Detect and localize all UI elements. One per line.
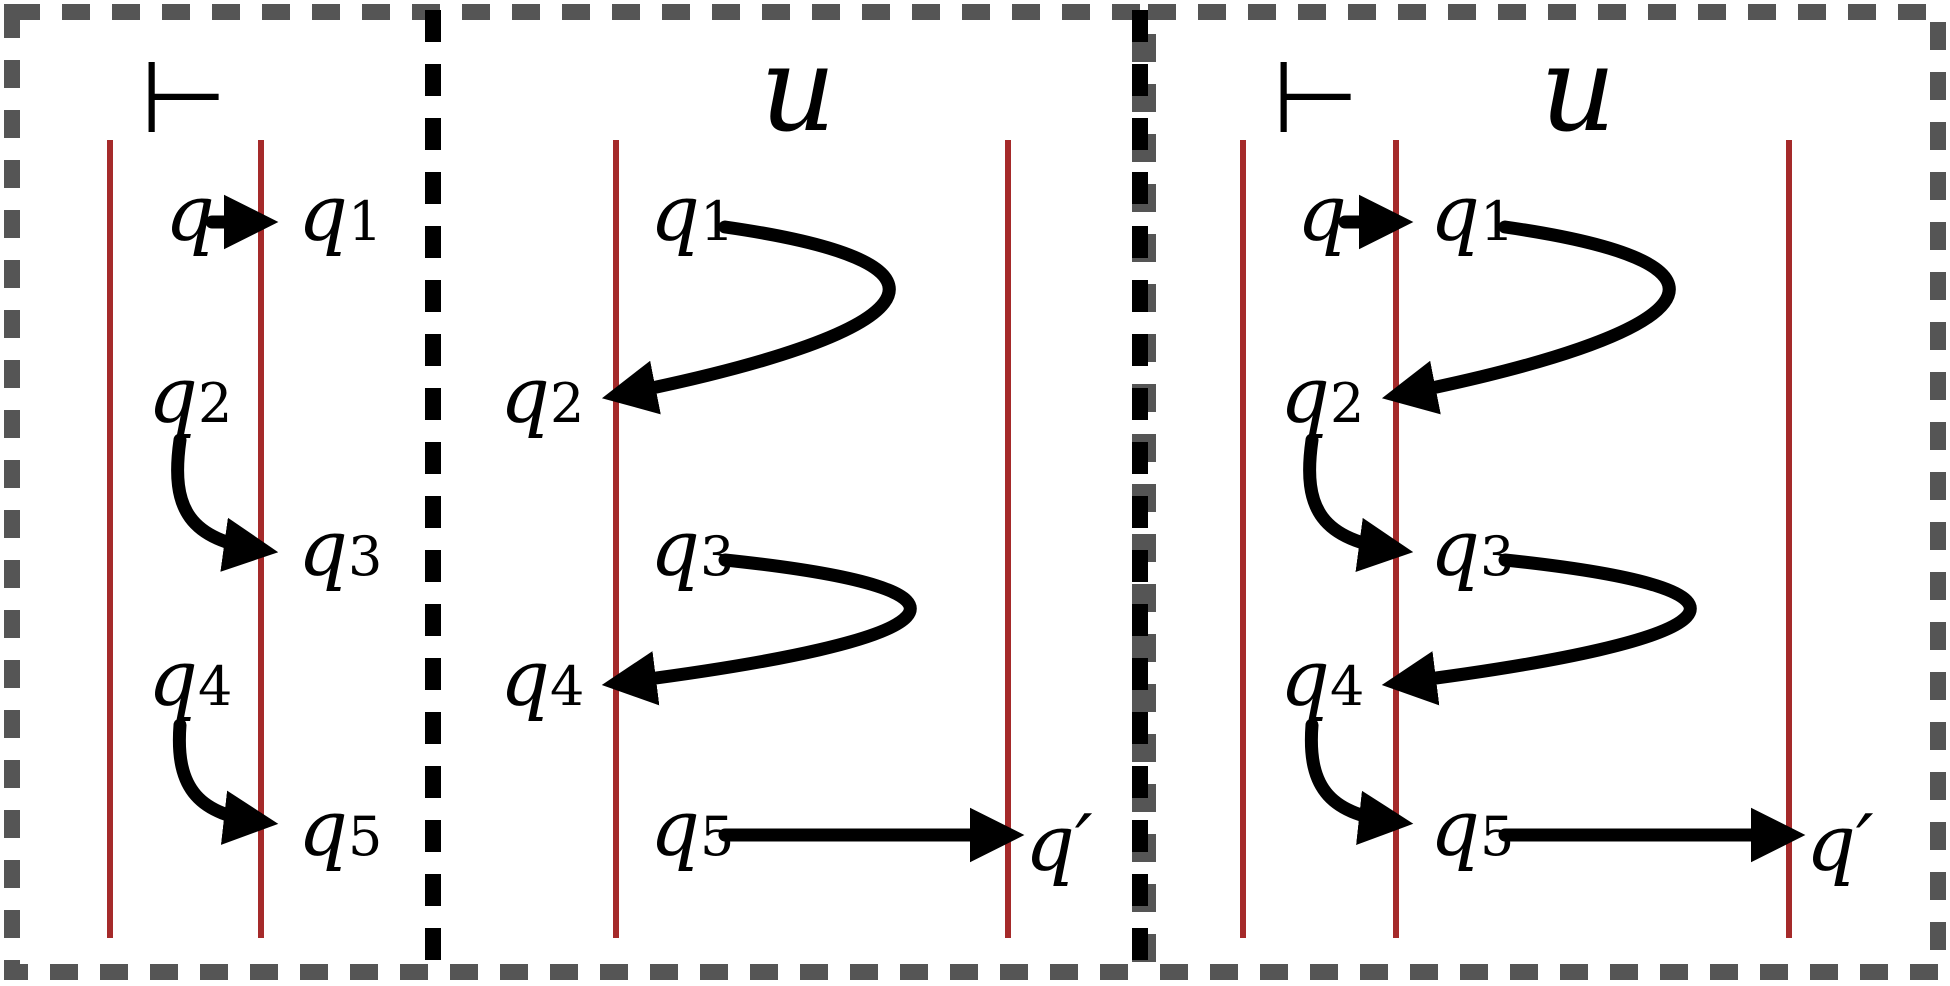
state-q4: q4 xyxy=(148,634,232,724)
transition-arrow xyxy=(172,718,279,845)
state-q-prime: q′ xyxy=(1025,799,1093,889)
state-q2: q2 xyxy=(1280,351,1364,441)
input-word-u: u xyxy=(760,20,836,158)
state-q5: q5 xyxy=(298,784,382,874)
transition-arrow xyxy=(1304,718,1414,846)
transition-arrow xyxy=(1381,220,1676,415)
panel-right: ⊢ u q q1 q2 q3 q4 q5 q′ xyxy=(1240,20,1874,938)
transition-arrow xyxy=(171,433,279,572)
state-q2: q2 xyxy=(148,351,232,441)
state-q4: q4 xyxy=(1280,634,1364,724)
panel-left: ⊢ q q1 q2 q3 q4 q5 xyxy=(107,39,382,938)
state-q1: q1 xyxy=(650,169,734,259)
state-q5: q5 xyxy=(1430,784,1514,874)
transition-arrow xyxy=(1303,433,1414,572)
right-frame xyxy=(1140,4,1946,980)
state-q3: q3 xyxy=(650,504,734,594)
state-q3: q3 xyxy=(298,504,382,594)
left-end-marker: ⊢ xyxy=(1272,39,1359,156)
panel-middle: u q1 q2 q3 q4 q5 q′ xyxy=(500,20,1093,938)
transition-arrow xyxy=(601,553,917,706)
input-word-u: u xyxy=(1540,20,1616,158)
transition-arrow xyxy=(1381,553,1697,706)
state-q1: q1 xyxy=(298,169,382,259)
state-q5: q5 xyxy=(650,784,734,874)
state-q: q xyxy=(165,169,215,259)
state-q: q xyxy=(1297,169,1347,259)
state-q1: q1 xyxy=(1430,169,1514,259)
left-end-marker: ⊢ xyxy=(140,39,227,156)
transition-arrow xyxy=(601,220,896,415)
state-q2: q2 xyxy=(500,351,584,441)
state-q4: q4 xyxy=(500,634,584,724)
state-q-prime: q′ xyxy=(1806,799,1874,889)
state-q3: q3 xyxy=(1430,504,1514,594)
